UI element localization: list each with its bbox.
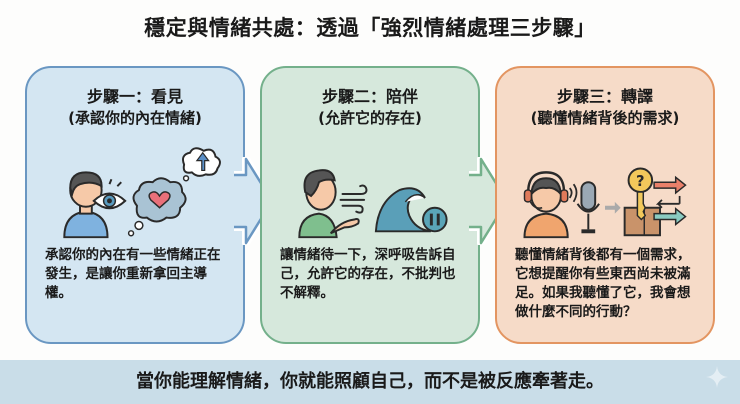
step-3-body: 聽懂情緒背後都有一個需求，它想提醒你有些東西尚未被滿足。如果我聽懂了它，我會想做… — [515, 247, 691, 320]
step-2-heading: 步驟二：陪伴 — [321, 87, 418, 106]
step-2-body: 讓情緒待一下，深呼吸告訴自己，允許它的存在，不批判也不解釋。 — [280, 247, 456, 301]
footer-banner: 當你能理解情緒，你就能照顧自己，而不是被反應牽著走。 — [0, 360, 740, 404]
page-title: 穩定與情緒共處：透過「強烈情緒處理三步驟」 — [144, 16, 596, 40]
wind-icon — [339, 184, 368, 214]
eye-icon — [92, 178, 127, 210]
thought-cloud-heart-icon — [127, 175, 190, 237]
step-2-panel: 步驟二：陪伴 (允許它的存在) 讓情緒待一下，深呼吸告訴自己，允許它的存在，不批… — [260, 66, 480, 344]
pause-icon — [422, 206, 448, 233]
svg-text:?: ? — [636, 173, 645, 190]
step-1-panel: 步驟一：看見 (承認你的內在情緒) 承認你的內在有一些情緒正在發生，是讓你重 — [25, 66, 245, 344]
step-3-panel: 步驟三：轉譯 (聽懂情緒背後的需求) ? — [495, 66, 715, 344]
microphone-icon — [568, 181, 600, 234]
sparkle-icon — [706, 366, 728, 388]
direction-arrows-icon — [653, 175, 687, 226]
person-icon — [63, 171, 109, 239]
person-headset-icon — [523, 171, 569, 239]
wave-icon — [374, 187, 432, 233]
small-arrow-icon — [605, 201, 621, 214]
step-1-body: 承認你的內在有一些情緒正在發生，是讓你重新拿回主導權。 — [45, 247, 221, 301]
key-question-icon: ? — [627, 167, 654, 221]
step-1-subheading: (承認你的內在情緒) — [68, 109, 202, 127]
step-3-illustration: ? — [523, 167, 687, 239]
person-breathing-icon — [298, 169, 360, 239]
thought-cloud-up-arrow-icon — [182, 147, 221, 177]
step-1-illustration — [63, 147, 221, 239]
step-2-illustration — [298, 169, 448, 239]
step-3-subheading: (聽懂情緒背後的需求) — [530, 109, 680, 127]
step-2-subheading: (允許它的存在) — [318, 109, 422, 127]
step-1-heading: 步驟一：看見 — [86, 87, 183, 106]
step-3-heading: 步驟三：轉譯 — [556, 87, 653, 106]
